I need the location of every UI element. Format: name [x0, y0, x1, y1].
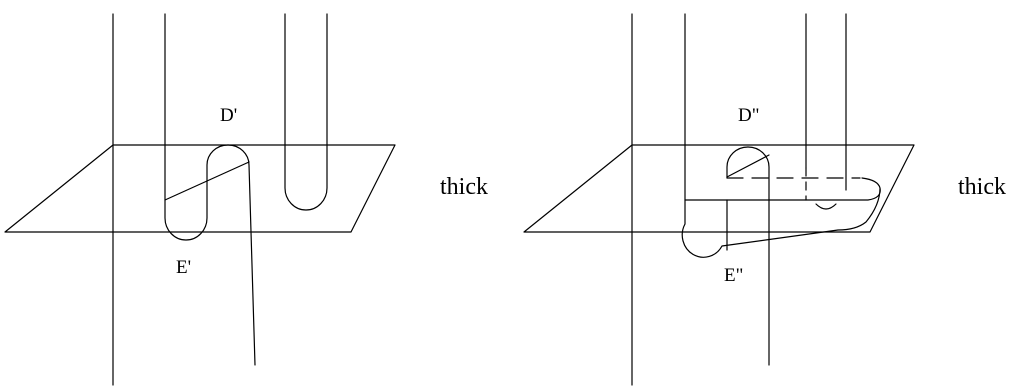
left-u-tube — [284, 13, 328, 211]
left-label-thick: thick — [440, 174, 488, 200]
left-diagonal — [164, 161, 250, 201]
right-fold-outline — [681, 177, 881, 258]
right-arch — [726, 146, 770, 201]
right-small-bowl — [815, 203, 837, 210]
left-label-d: D' — [220, 105, 237, 126]
right-panel: D" E" thick — [523, 13, 1006, 386]
left-label-e: E' — [176, 257, 191, 278]
left-panel: D' E' thick — [4, 13, 488, 386]
right-label-thick: thick — [958, 174, 1006, 200]
left-loop-strand — [164, 13, 256, 366]
right-diagonal — [726, 154, 770, 178]
left-plane — [4, 144, 396, 233]
right-plane — [523, 144, 915, 233]
right-label-d: D" — [738, 105, 759, 126]
right-label-e: E" — [724, 265, 743, 286]
